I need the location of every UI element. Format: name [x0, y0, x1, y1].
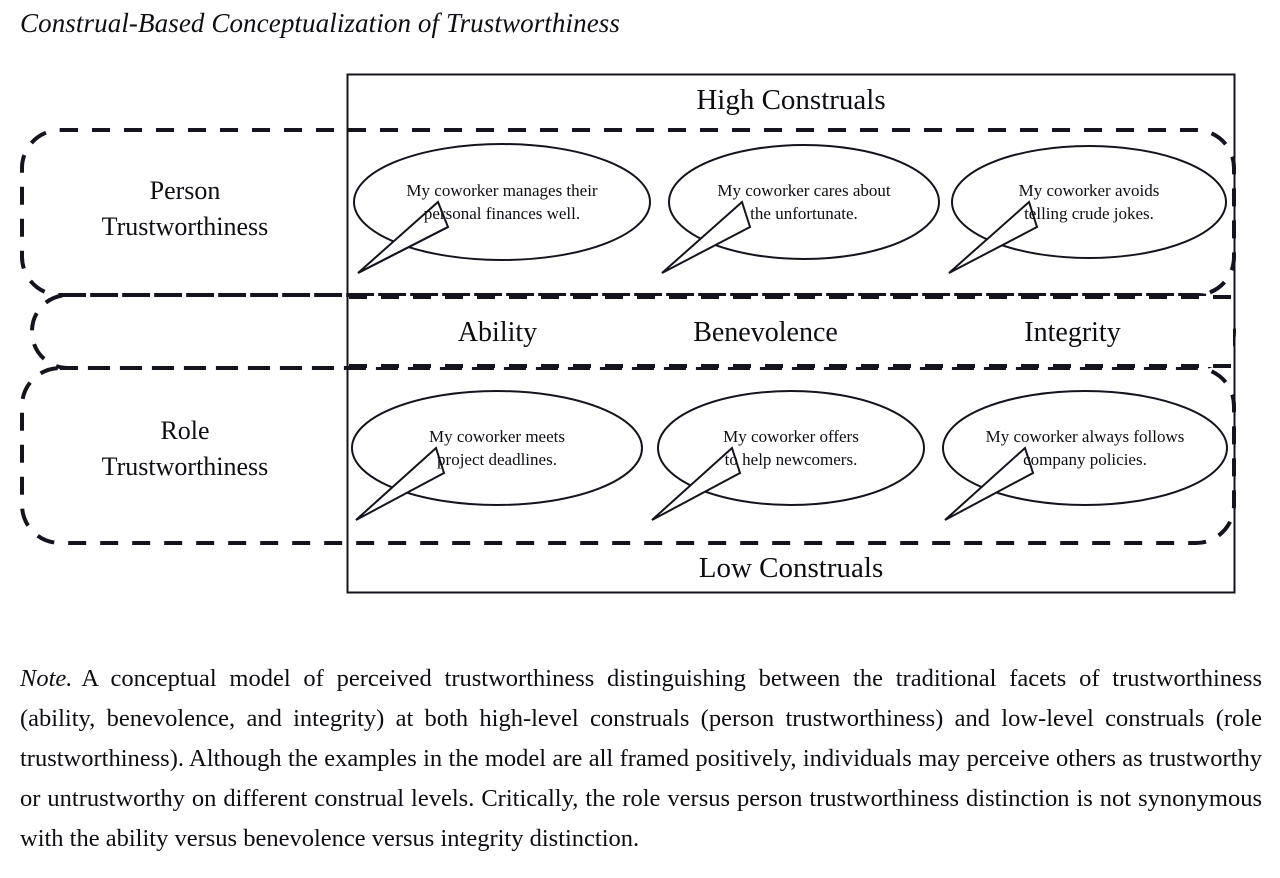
role-trustworthiness-label: Role Trustworthiness	[40, 413, 330, 485]
bubble-text-low-2-line2: to help newcomers.	[724, 450, 858, 469]
bubble-text-low-3-line2: company policies.	[1023, 450, 1147, 469]
bubble-text-low-1-line1: My coworker meets	[429, 427, 565, 446]
bubble-text-high-2: My coworker cares about the unfortunate.	[679, 179, 929, 225]
speech-bubble-high-1	[353, 143, 651, 274]
facet-band-box	[30, 293, 1236, 370]
facet-label-benevolence: Benevolence	[693, 317, 838, 348]
bubble-text-high-3-line1: My coworker avoids	[1018, 181, 1160, 200]
bubble-text-high-1-line2: personal finances well.	[423, 204, 581, 223]
speech-bubble-high-2	[661, 144, 940, 274]
band-masks	[349, 296, 1233, 367]
speech-bubble-low-2	[651, 390, 925, 521]
bubble-text-low-1: My coworker meets project deadlines.	[372, 425, 622, 471]
facet-label-integrity: Integrity	[1024, 317, 1121, 348]
role-trustworthiness-line2: Trustworthiness	[101, 452, 269, 481]
facet-label-ability: Ability	[457, 317, 538, 348]
diagram-canvas	[20, 73, 1236, 594]
high-construals-label: High Construals	[696, 84, 886, 116]
bubble-text-low-2-line1: My coworker offers	[723, 427, 859, 446]
note-body: A conceptual model of perceived trustwor…	[20, 664, 1262, 852]
bubble-text-low-3: My coworker always follows company polic…	[960, 425, 1210, 471]
speech-bubble-high-3	[948, 145, 1227, 274]
speech-bubble-low-3	[942, 390, 1228, 521]
speech-bubble-low-1	[351, 390, 643, 521]
low-construals-label: Low Construals	[698, 552, 884, 584]
figure-note: Note.A conceptual model of perceived tru…	[20, 659, 1262, 859]
bubble-text-high-2-line1: My coworker cares about	[717, 181, 891, 200]
person-trustworthiness-label: Person Trustworthiness	[40, 173, 330, 245]
person-trustworthiness-line2: Trustworthiness	[101, 212, 269, 241]
bubble-text-low-3-line1: My coworker always follows	[985, 427, 1185, 446]
bubble-text-high-2-line2: the unfortunate.	[750, 204, 858, 223]
bubble-text-high-3-line2: telling crude jokes.	[1024, 204, 1154, 223]
role-trustworthiness-box	[20, 366, 1236, 545]
person-trustworthiness-line1: Person	[149, 176, 221, 205]
bubble-text-low-1-line2: project deadlines.	[437, 450, 557, 469]
note-label: Note.	[20, 664, 73, 692]
figure-title: Construal-Based Conceptualization of Tru…	[20, 8, 621, 38]
bubble-text-low-2: My coworker offers to help newcomers.	[666, 425, 916, 471]
bubble-text-high-1-line1: My coworker manages their	[406, 181, 598, 200]
role-trustworthiness-line1: Role	[160, 416, 210, 445]
bubble-text-high-1: My coworker manages their personal finan…	[377, 179, 627, 225]
bubble-text-high-3: My coworker avoids telling crude jokes.	[964, 179, 1214, 225]
figure-diagram: High Construals Low Construals Person Tr…	[0, 60, 1280, 610]
